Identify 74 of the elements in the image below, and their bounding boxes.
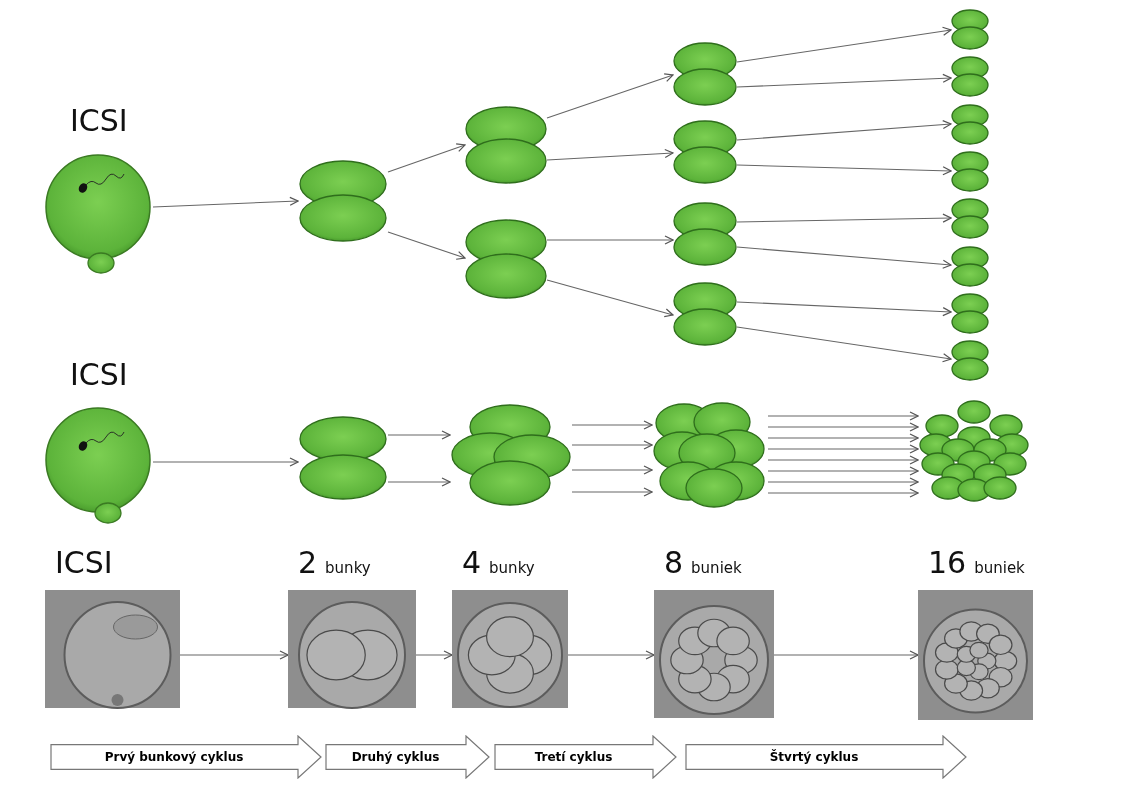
egg-cell-drawing	[45, 152, 153, 276]
cell-count: 16	[928, 545, 967, 580]
embryo-drawing	[450, 403, 572, 507]
two-cell-drawing	[298, 416, 388, 502]
arrow	[387, 231, 466, 260]
arrow	[152, 196, 299, 208]
arrow	[767, 433, 919, 443]
two-cell-drawing	[298, 160, 388, 244]
stage-label: ICSI	[70, 103, 128, 138]
arrow	[736, 326, 952, 363]
arrow	[546, 73, 674, 119]
embryo-micrograph	[654, 590, 774, 718]
arrow	[767, 477, 919, 487]
arrow	[546, 148, 674, 161]
arrow	[415, 650, 453, 660]
cell-count-unit: bunky	[325, 559, 371, 577]
arrow	[767, 444, 919, 454]
arrow	[179, 650, 289, 660]
cell-count-unit: bunky	[489, 559, 535, 577]
arrow	[571, 420, 653, 430]
two-cell-drawing	[951, 293, 989, 335]
arrow	[736, 120, 952, 141]
embryo-micrograph	[452, 590, 568, 708]
two-cell-drawing	[951, 151, 989, 193]
two-cell-drawing	[673, 42, 737, 108]
arrow	[736, 213, 952, 223]
arrow	[736, 73, 952, 88]
arrow	[387, 477, 451, 487]
two-cell-drawing	[951, 104, 989, 146]
arrow	[571, 465, 653, 475]
arrow	[736, 246, 952, 269]
cell-count-unit: buniek	[974, 559, 1025, 577]
two-cell-drawing	[673, 120, 737, 186]
arrow	[387, 430, 451, 440]
arrow	[387, 143, 466, 173]
arrow	[546, 279, 674, 318]
cell-count: 8	[664, 545, 684, 580]
embryo-micrograph	[288, 590, 416, 708]
arrow	[546, 235, 674, 245]
embryo-drawing	[652, 401, 768, 509]
arrow	[152, 457, 299, 467]
arrow	[736, 26, 952, 63]
arrow	[767, 422, 919, 432]
arrow	[767, 488, 919, 498]
cycle-label: Štvrtý cyklus	[769, 750, 859, 764]
embryo-drawing	[918, 400, 1030, 502]
arrow	[767, 411, 919, 421]
cell-count: 4	[462, 545, 482, 580]
two-cell-drawing	[951, 56, 989, 98]
arrow	[571, 440, 653, 450]
two-cell-drawing	[951, 198, 989, 240]
cycle-label: Tretí cyklus	[534, 750, 613, 764]
cycle-label: Prvý bunkový cyklus	[104, 750, 244, 764]
arrow	[736, 164, 952, 176]
cycle-label: Druhý cyklus	[351, 750, 440, 764]
arrow	[767, 455, 919, 465]
cell-count: 2	[298, 545, 318, 580]
two-cell-drawing	[673, 282, 737, 348]
two-cell-drawing	[951, 340, 989, 382]
stage-label: ICSI	[55, 545, 113, 580]
arrow	[736, 301, 952, 317]
stage-label: ICSI	[70, 357, 128, 392]
two-cell-drawing	[951, 9, 989, 51]
embryo-micrograph	[45, 590, 180, 708]
arrow	[767, 466, 919, 476]
arrow	[773, 650, 919, 660]
embryo-micrograph	[918, 590, 1033, 720]
cell-count-unit: buniek	[691, 559, 742, 577]
two-cell-drawing	[951, 246, 989, 288]
arrow	[571, 487, 653, 497]
two-cell-drawing	[465, 219, 547, 299]
two-cell-drawing	[673, 202, 737, 268]
arrow	[567, 650, 655, 660]
two-cell-drawing	[465, 106, 547, 184]
